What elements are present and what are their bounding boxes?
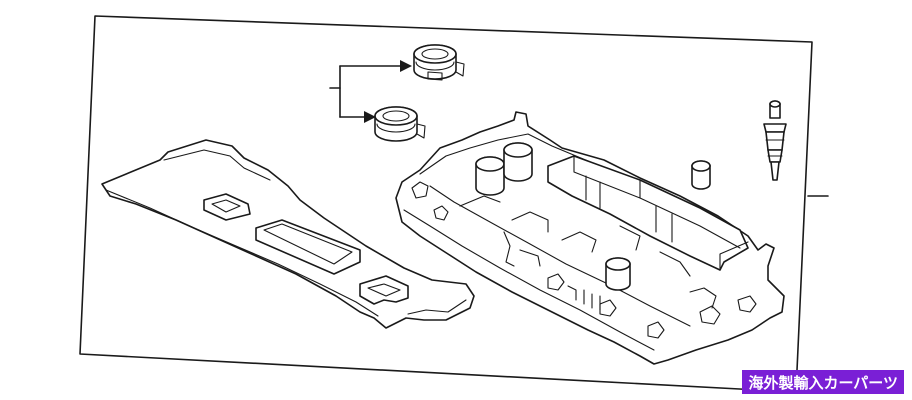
pcv-valve (763, 100, 787, 181)
watermark-badge: 海外製輸入カーパーツ (742, 370, 904, 394)
grommet-lower (374, 106, 426, 142)
valve-cover (395, 111, 785, 365)
arrow-head-upper (400, 60, 412, 72)
grommet-upper (413, 44, 465, 81)
grommet-callout-bracket (329, 60, 412, 123)
plug-cap (691, 160, 711, 190)
valve-cover-gasket (101, 139, 475, 329)
arrow-head-lower (364, 111, 376, 123)
